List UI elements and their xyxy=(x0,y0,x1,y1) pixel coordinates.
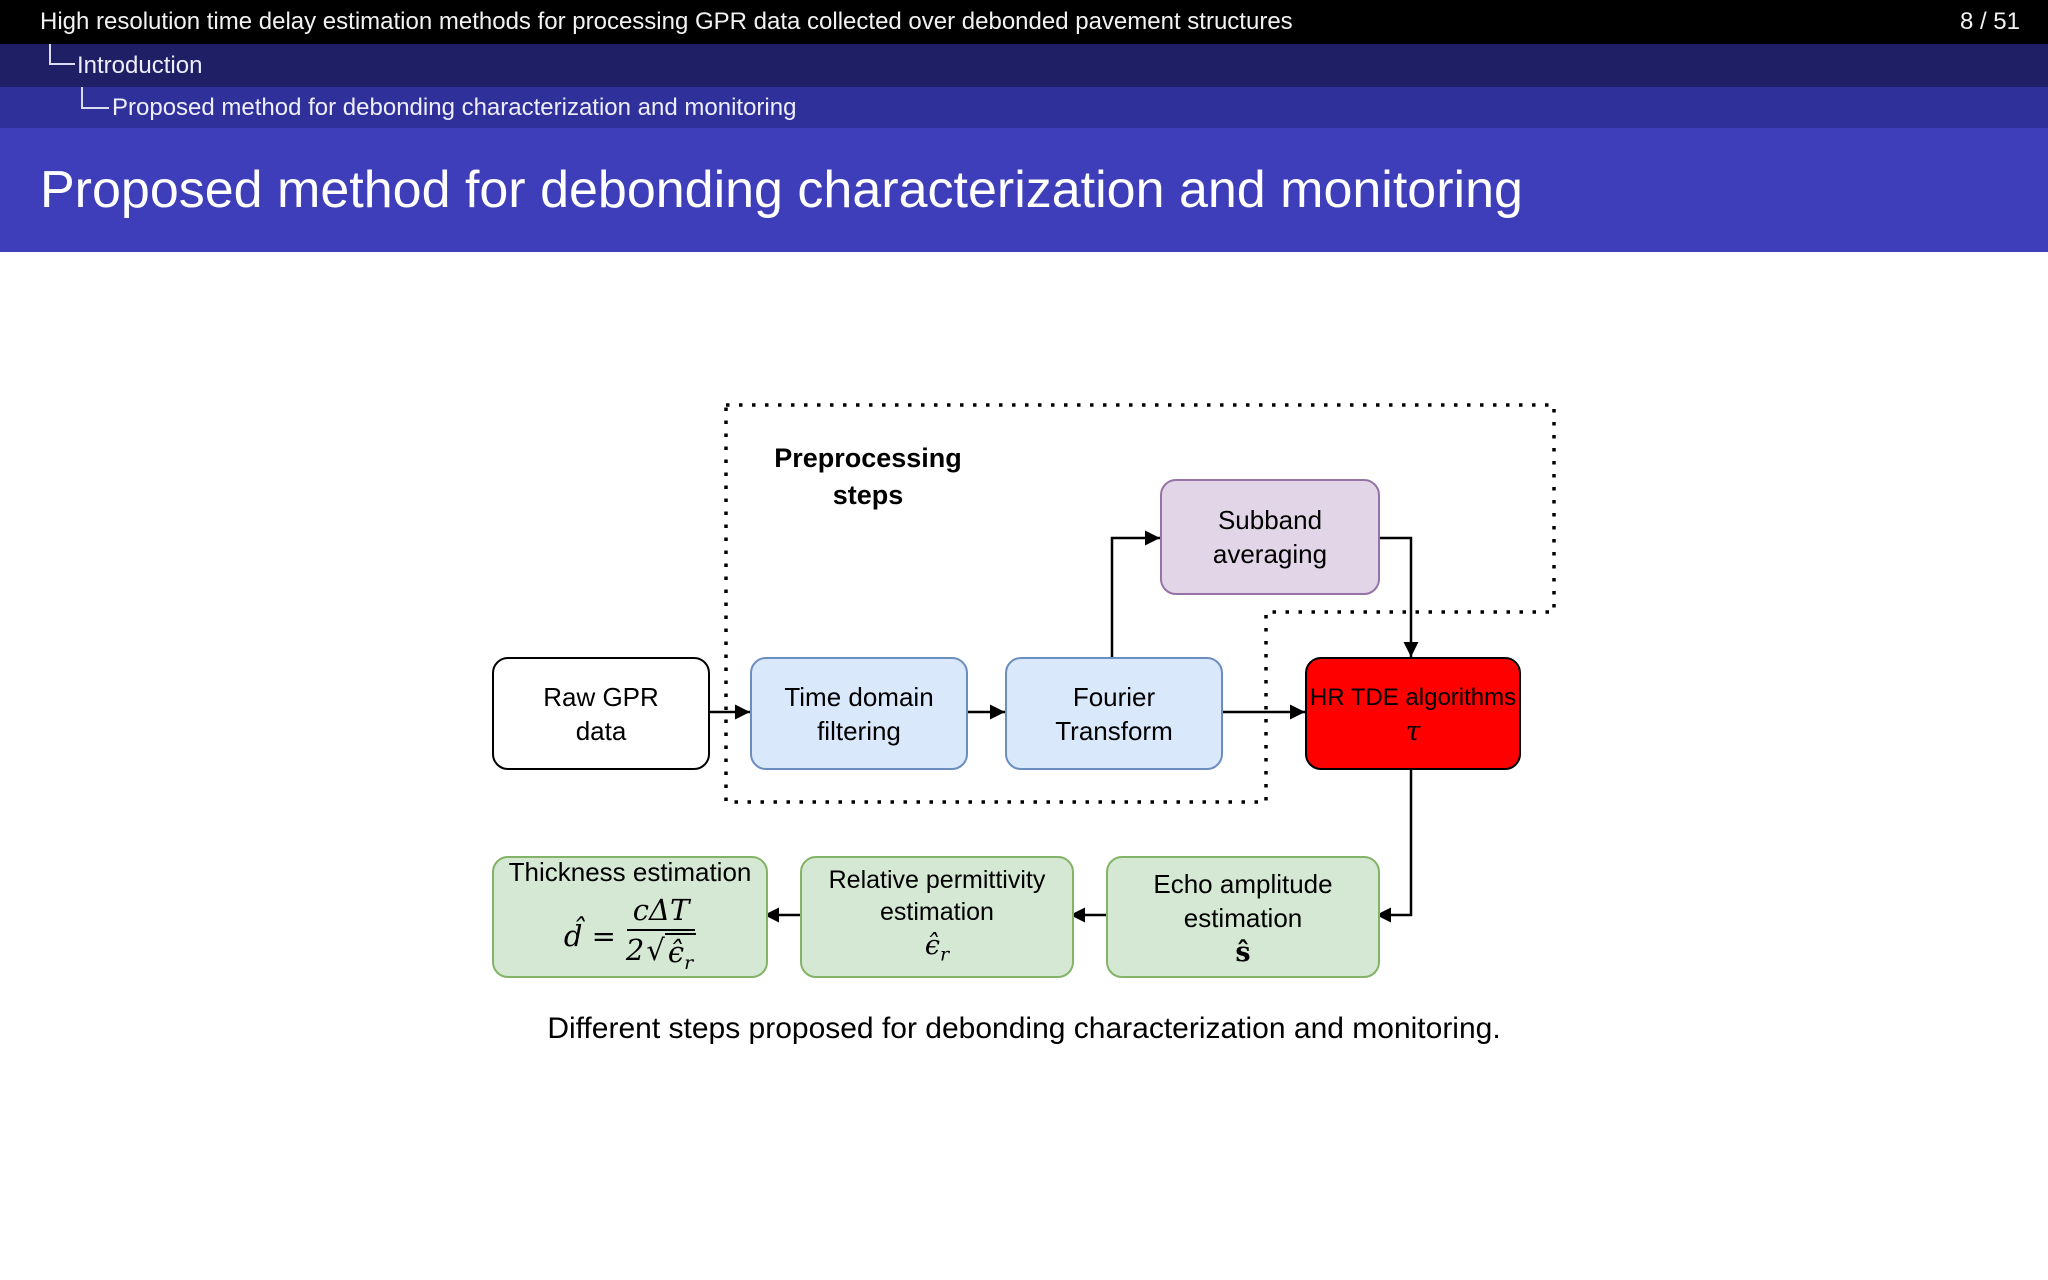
raw-gpr-data-box: Raw GPR data xyxy=(492,657,710,770)
subsection-label: Proposed method for debonding characteri… xyxy=(112,94,797,121)
raw-gpr-line2: data xyxy=(575,715,627,746)
subband-line2: averaging xyxy=(1212,539,1328,569)
formula-numerator: cΔT xyxy=(626,893,696,931)
arrow-hrtde-to-echo xyxy=(1376,766,1413,923)
hr-tde-algorithms-box: HR TDE algorithms τ xyxy=(1305,657,1521,770)
preprocessing-label-line2: steps xyxy=(832,480,904,510)
formula-fraction: cΔT 2 √ ϵ̂r xyxy=(625,893,697,980)
subsection-nav-bar: Proposed method for debonding characteri… xyxy=(0,87,2048,128)
relative-permittivity-estimation-box: Relative permittivity estimation ϵ̂r xyxy=(800,856,1074,978)
fourier-transform-box: Fourier Transform xyxy=(1005,657,1223,770)
arrow-fourier-to-subband xyxy=(1110,530,1160,657)
hr-tde-tau-symbol: τ xyxy=(1405,715,1421,747)
raw-gpr-line1: Raw GPR xyxy=(543,681,659,712)
sqrt-sign: √ xyxy=(646,932,665,967)
figure-caption: Different steps proposed for debonding c… xyxy=(547,1012,1501,1045)
echo-line1: Echo amplitude xyxy=(1153,868,1333,899)
echo-line2: estimation xyxy=(1183,902,1303,933)
tree-branch-icon xyxy=(81,87,109,109)
frame-title-bar: Proposed method for debonding characteri… xyxy=(0,128,2048,252)
echo-amplitude-estimation-box: Echo amplitude estimation ŝ xyxy=(1106,856,1380,978)
epsilon-subscript: r xyxy=(940,943,950,966)
sqrt-radicand: ϵ̂r xyxy=(664,932,697,980)
thickness-estimation-box: Thickness estimation d̂ = cΔT 2 √ ϵ̂r xyxy=(492,856,768,978)
time-domain-line1: Time domain xyxy=(784,681,934,712)
section-nav-bar: Introduction xyxy=(0,44,2048,87)
preprocessing-label-line1: Preprocessing xyxy=(774,443,962,473)
tree-branch-icon xyxy=(49,44,75,65)
page-number: 8 / 51 xyxy=(1959,8,2020,35)
flowchart-canvas: Preprocessing steps Raw GPR data Time do… xyxy=(0,252,2048,1280)
s-hat-symbol: ŝ xyxy=(1235,936,1251,968)
thickness-formula: d̂ = cΔT 2 √ ϵ̂r xyxy=(563,893,697,980)
epsilon-subscript: r xyxy=(684,951,694,974)
section-label: Introduction xyxy=(77,52,203,79)
permittivity-symbol: ϵ̂r xyxy=(925,931,949,969)
document-title: High resolution time delay estimation me… xyxy=(40,8,1293,35)
epsilon-hat-symbol: ϵ̂ xyxy=(924,930,941,962)
thickness-title: Thickness estimation xyxy=(508,856,752,887)
denominator-coefficient: 2 xyxy=(625,932,645,967)
arrow-subband-to-hrtde xyxy=(1376,536,1419,657)
preprocessing-steps-label: Preprocessing steps xyxy=(718,440,1018,514)
hr-tde-label: HR TDE algorithms xyxy=(1309,683,1517,711)
formula-denominator: 2 √ ϵ̂r xyxy=(625,931,697,980)
document-title-bar: High resolution time delay estimation me… xyxy=(0,0,2048,44)
fourier-line2: Transform xyxy=(1055,715,1173,746)
time-domain-filtering-box: Time domain filtering xyxy=(750,657,968,770)
frame-title: Proposed method for debonding characteri… xyxy=(40,161,1523,219)
permittivity-line1: Relative permittivity xyxy=(828,866,1046,895)
permittivity-line2: estimation xyxy=(880,898,994,927)
formula-lhs: d̂ = xyxy=(563,919,616,953)
epsilon-hat-symbol: ϵ̂ xyxy=(667,934,685,969)
subband-averaging-box: Subband averaging xyxy=(1160,479,1380,595)
fourier-line1: Fourier xyxy=(1072,681,1156,712)
time-domain-line2: filtering xyxy=(817,715,901,746)
subband-line1: Subband xyxy=(1217,505,1323,535)
